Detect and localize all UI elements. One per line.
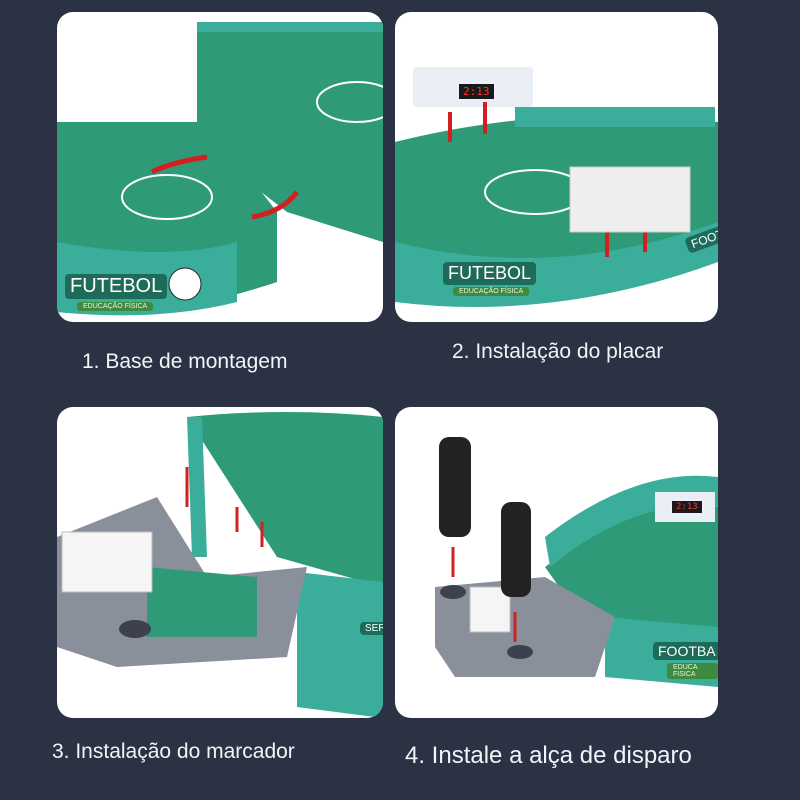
arrow-left	[150, 154, 208, 175]
brand-label: FUTEBOL	[65, 274, 168, 299]
scoreboard-display: 2:13	[457, 82, 496, 101]
brand-sublabel: EDUCAÇÃO FÍSICA	[77, 302, 154, 311]
step-3-image: SER	[57, 407, 383, 718]
soccer-ball-icon	[168, 267, 202, 301]
step-4-image: 2:13 FOOTBA EDUCA FISICA	[395, 407, 718, 718]
brand-label: FUTEBOL	[443, 262, 537, 285]
field-base-illustration	[57, 22, 383, 316]
step-2-image: 2:13 FUTEBOL EDUCAÇÃO FÍSICA FOOTBAL	[395, 12, 718, 322]
goal-install-illustration	[57, 412, 383, 718]
side-brand-label: SER	[360, 622, 383, 635]
handle-right	[501, 502, 531, 597]
scoreboard-install-illustration	[395, 67, 718, 307]
brand-label: FOOTBA	[653, 642, 718, 660]
brand-sublabel: EDUCAÇÃO FÍSICA	[453, 287, 530, 296]
step-2-caption: 2. Instalação do placar	[452, 340, 664, 363]
arrow-right	[251, 190, 299, 220]
step-1-image: FUTEBOL EDUCAÇÃO FÍSICA	[57, 12, 383, 322]
brand-sublabel: EDUCA FISICA	[667, 663, 718, 679]
step-1-caption: 1. Base de montagem	[82, 350, 288, 373]
step-4-caption: 4. Instale a alça de disparo	[405, 742, 692, 769]
scoreboard-display: 2:13	[670, 499, 704, 515]
step-3-caption: 3. Instalação do marcador	[52, 740, 295, 763]
handle-left	[439, 437, 471, 537]
